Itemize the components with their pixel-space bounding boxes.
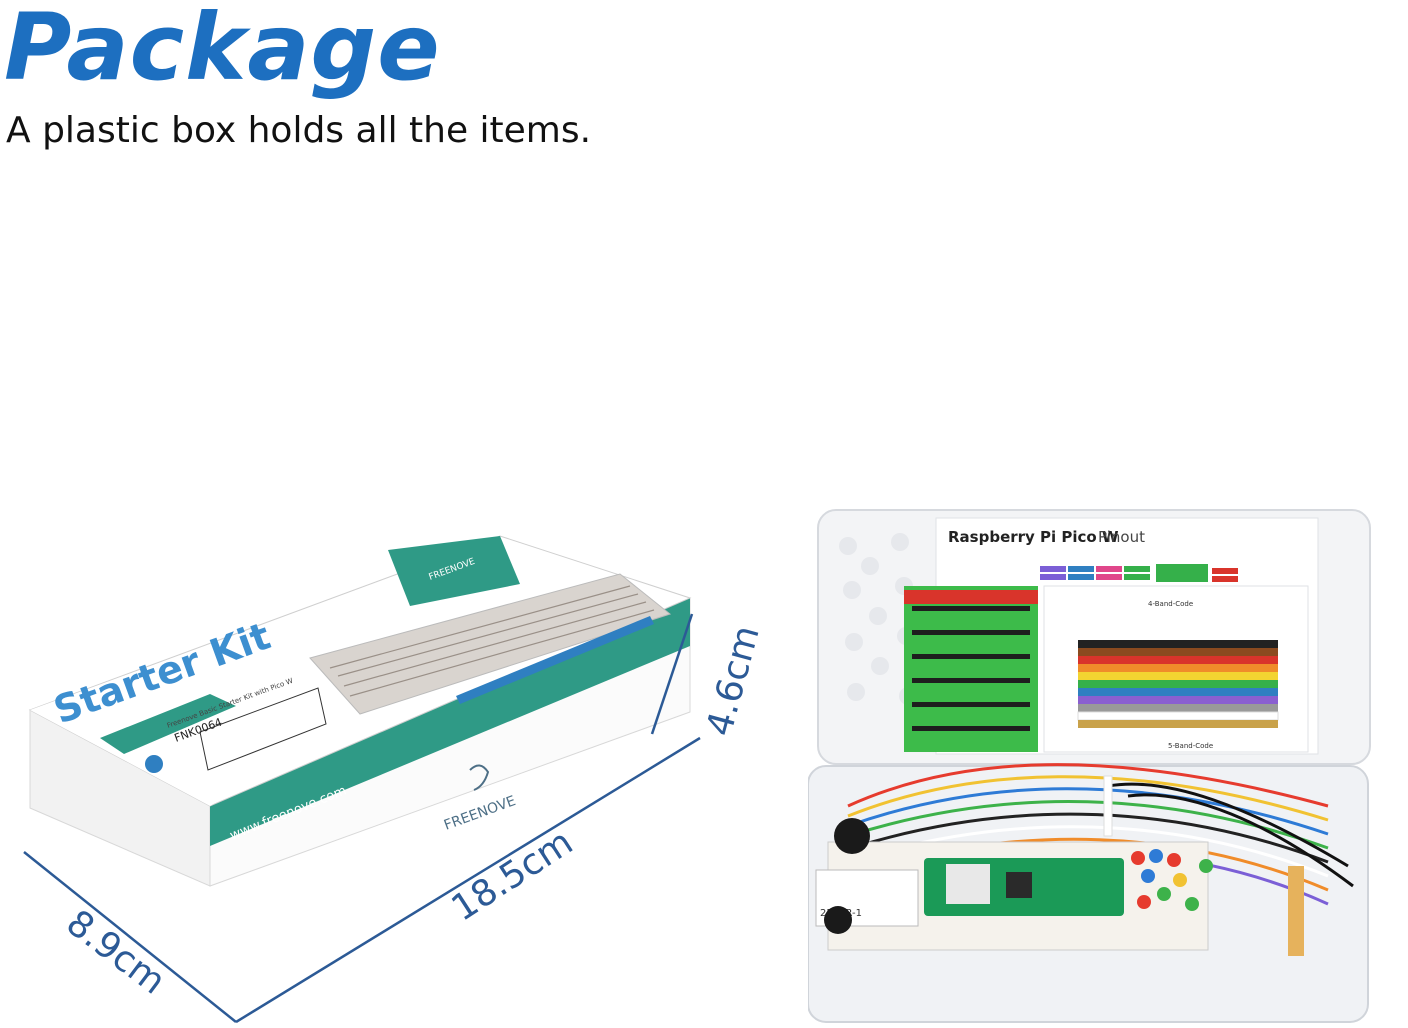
case-photo: Raspberry Pi Pico W Pinout 4-Band-Code 5…	[808, 509, 1371, 1023]
dim-width-line	[23, 851, 237, 1023]
box-top-teal-corner	[388, 536, 520, 606]
box-left-teal-bar	[100, 694, 236, 754]
box-front-stripe	[210, 598, 690, 846]
led-components	[1131, 849, 1213, 911]
dim-height-line	[650, 613, 694, 735]
pinout-title: Raspberry Pi Pico W	[948, 528, 1119, 546]
pin-table-red-top	[904, 590, 1038, 604]
pinout-badges	[1040, 564, 1238, 582]
cable-tie	[1103, 775, 1113, 837]
box-photo: Starter Kit FNK0064 Freenove Basic Start…	[23, 535, 760, 1024]
page-subtitle: A plastic box holds all the items.	[6, 110, 592, 151]
box-blue-banner	[456, 616, 654, 704]
box-circle-icon	[145, 755, 163, 773]
pinout-suffix: Pinout	[1098, 528, 1145, 546]
buzzer	[834, 818, 870, 854]
breadboard-holes	[329, 585, 655, 697]
box-label-sticker	[199, 687, 327, 771]
dim-length-label: 18.5cm	[445, 822, 581, 930]
box-top-teal-band	[30, 648, 360, 806]
pin-table-card	[904, 586, 1038, 752]
breadboard-image	[309, 573, 672, 715]
pico-chip	[1006, 872, 1032, 898]
resistor-chart-title: 4-Band-Code	[1148, 600, 1193, 608]
resistor-pack	[1288, 866, 1304, 956]
page-title: Package	[4, 0, 441, 101]
freenove-logo-icon	[469, 764, 490, 791]
pico-wifi-module	[946, 864, 990, 904]
resistor-color-bands	[1077, 640, 1279, 728]
box-brand-front: FREENOVE	[442, 793, 518, 834]
dim-height-label: 4.6cm	[699, 621, 760, 740]
dim-length-line	[235, 736, 701, 1024]
pin-table-rows	[912, 606, 1030, 731]
buzzer-bottom	[824, 906, 852, 934]
resistor-chart-title-2: 5-Band-Code	[1168, 742, 1213, 750]
dim-width-label: 8.9cm	[59, 902, 173, 1002]
